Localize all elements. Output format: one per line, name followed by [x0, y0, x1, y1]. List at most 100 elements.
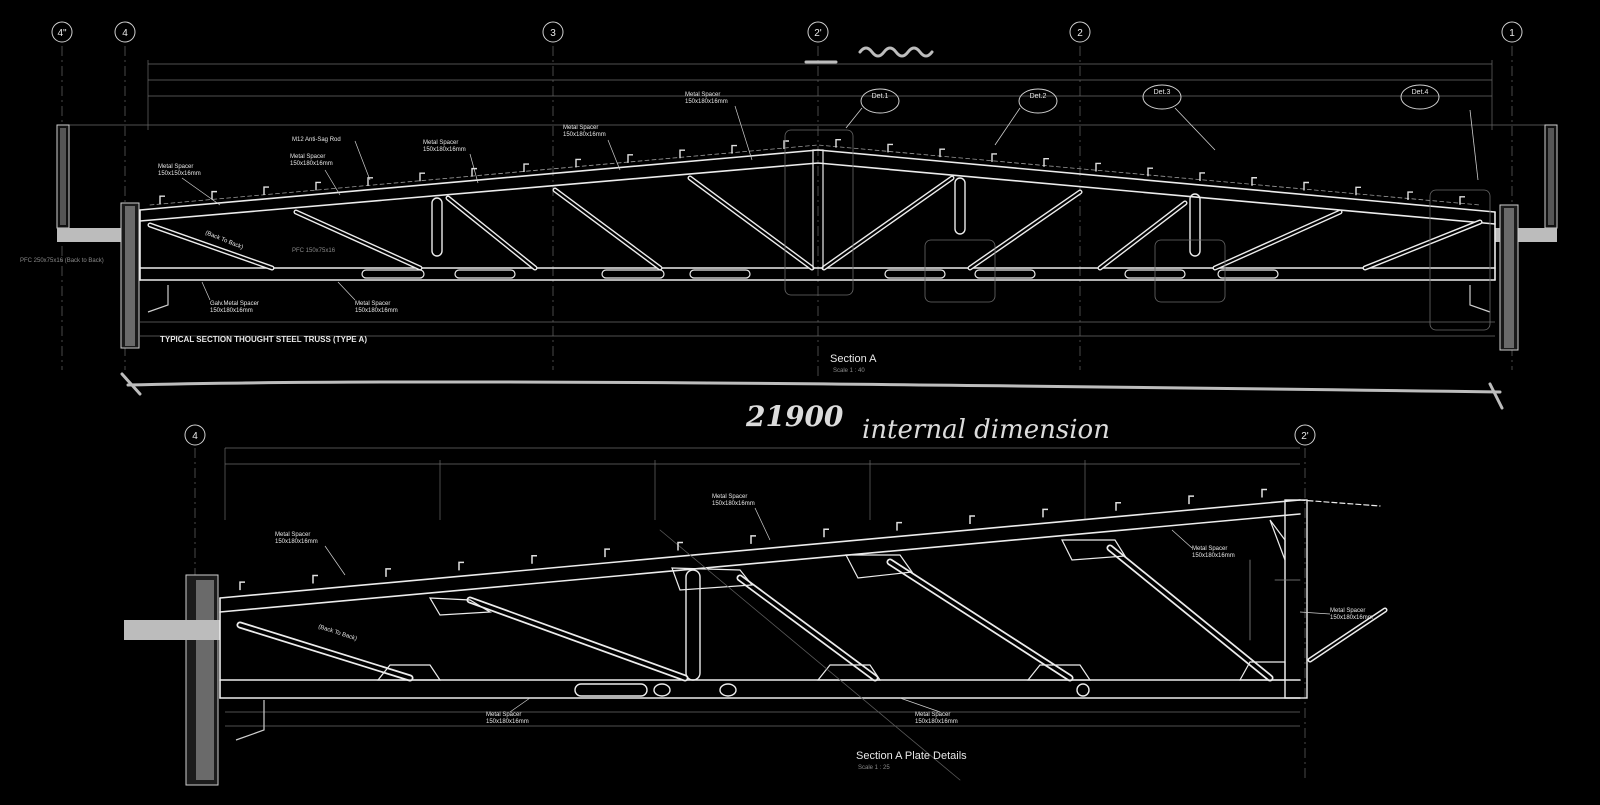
grid-bubble-1: 1 — [1501, 21, 1523, 43]
callout-line: Metal Spacer — [915, 712, 950, 718]
purlin-cleat — [367, 177, 373, 186]
detail-label: Det.3 — [1154, 89, 1171, 96]
purlin-cleat — [1261, 488, 1267, 498]
purlin-cleat — [1303, 181, 1309, 191]
detail-boxes — [140, 129, 1495, 337]
section-a-title: Section A — [830, 353, 877, 365]
grid-bubble-2: 2 — [1069, 21, 1091, 43]
purlin-cleat — [1199, 172, 1205, 181]
callout-line: 150x180x16mm — [563, 132, 606, 138]
grid-bubble-4: 4 — [114, 21, 136, 43]
callout-line: M12 Anti-Sag Rod — [292, 137, 341, 143]
grid-bubble-bottom-2p: 2' — [1294, 424, 1316, 446]
detail-bubble-2: Det.2 — [994, 88, 1058, 146]
grid-label: 4 — [122, 28, 128, 39]
dimension-strings-top — [60, 60, 1545, 130]
purlin-cleat — [1407, 191, 1413, 201]
purlin-cleat — [458, 561, 464, 571]
callout-line: 150x180x16mm — [712, 501, 755, 507]
purlin-cleat — [1251, 177, 1257, 186]
callout-line: Metal Spacer — [1192, 546, 1227, 552]
callout-line: 150x180x16mm — [290, 161, 333, 167]
purlin-cleat — [523, 163, 529, 173]
purlin-cleat — [575, 158, 581, 168]
callout-line: Metal Spacer — [563, 125, 598, 131]
plate-title: Section A Plate Details — [856, 750, 967, 762]
purlin-cleat — [896, 521, 902, 531]
callout-line: Metal Spacer — [423, 140, 458, 146]
callout: PFC 150x75x16 — [292, 248, 336, 254]
callout-line: PFC 150x75x16 — [292, 248, 336, 254]
handwritten-dimension-value: 21900 — [745, 400, 844, 433]
left-support — [56, 124, 169, 349]
grid-bubble-4dd: 4" — [51, 21, 73, 43]
purlin-cleat — [731, 144, 737, 154]
detail-label: Det.2 — [1030, 93, 1047, 100]
callout-line: PFC 250x75x16 (Back to Back) — [20, 258, 104, 264]
purlin-cleat — [1042, 508, 1048, 518]
grid-bubble-3: 3 — [542, 21, 564, 43]
dimension-strings-bottom — [224, 447, 1300, 727]
detail-bubble-4: Det.4 — [1400, 84, 1479, 181]
purlin-cleat — [315, 181, 321, 191]
callout: M12 Anti-Sag Rod — [292, 137, 371, 181]
purlin-cleat — [1095, 162, 1101, 172]
truss-section-a — [139, 144, 1496, 281]
purlin-cleat — [419, 172, 425, 182]
callout-line: 150x180x16mm — [1330, 615, 1373, 621]
callout-line: 150x150x16mm — [158, 171, 201, 177]
callout-line: Metal Spacer — [486, 712, 521, 718]
callout-line: 150x180x16mm — [486, 719, 529, 725]
detail-label: Det.1 — [872, 93, 889, 100]
purlin-cleat — [312, 574, 318, 584]
purlin-cleat — [783, 140, 789, 150]
purlin-cleat — [991, 153, 997, 162]
callout-line: Metal Spacer — [712, 494, 747, 500]
callout-line: 150x180x16mm — [275, 539, 318, 545]
purlin-cleat — [385, 568, 391, 577]
purlin-cleat — [823, 528, 829, 538]
purlin-cleat — [1355, 186, 1361, 196]
detail-label: Det.4 — [1412, 89, 1429, 96]
purlin-cleat — [211, 190, 217, 200]
grid-label: 3 — [550, 28, 556, 39]
purlin-cleat — [969, 515, 975, 524]
truss-plate-details — [219, 499, 1388, 781]
purlin-cleat — [679, 149, 685, 159]
grid-label: 2' — [814, 28, 822, 39]
callout-line: 150x180x16mm — [210, 308, 253, 314]
purlin-cleats — [159, 138, 1465, 205]
callout-line: Galv.Metal Spacer — [210, 301, 259, 307]
callout-text: PFC 150x75x16 — [292, 248, 336, 254]
plate-purlin-cleats — [239, 488, 1267, 591]
purlin-cleat — [531, 554, 537, 564]
section-a-caption: TYPICAL SECTION THOUGHT STEEL TRUSS (TYP… — [160, 335, 367, 344]
purlin-cleat — [887, 143, 893, 153]
purlin-cleat — [1459, 196, 1465, 205]
callout-line: Metal Spacer — [290, 154, 325, 160]
plate-left-support — [124, 574, 265, 786]
grid-label: 2 — [1077, 28, 1083, 39]
callout-line: Metal Spacer — [1330, 608, 1365, 614]
callout-line: Metal Spacer — [158, 164, 193, 170]
purlin-cleat — [471, 167, 477, 177]
